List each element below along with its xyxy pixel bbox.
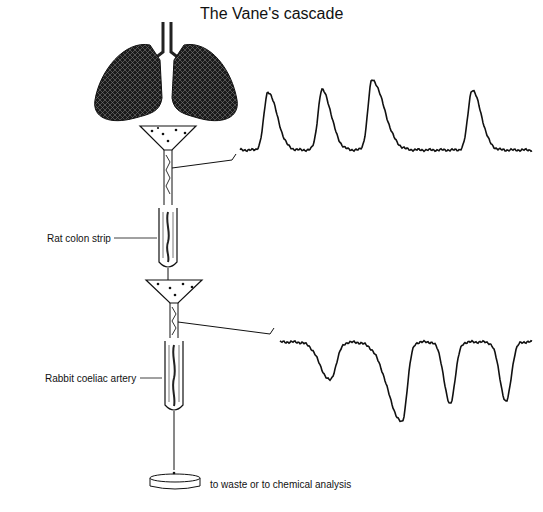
leader-line [140,378,162,379]
organ-bath [159,208,177,282]
right-lung [172,44,237,120]
lever-thread [178,322,274,334]
leader-line [114,238,157,239]
tissue-label: Rat colon strip [47,233,111,244]
funnel [146,280,202,338]
lever-thread [172,154,236,168]
outlet-label: to waste or to chemical analysis [210,479,351,490]
collecting-dish [150,472,200,489]
left-lung [95,44,162,120]
recording-trace [240,80,532,151]
lungs [95,22,238,121]
recording-trace [280,341,532,422]
title: The Vane's cascade [200,5,343,23]
tissue-label: Rabbit coeliac artery [45,373,136,384]
organ-bath [165,341,183,470]
